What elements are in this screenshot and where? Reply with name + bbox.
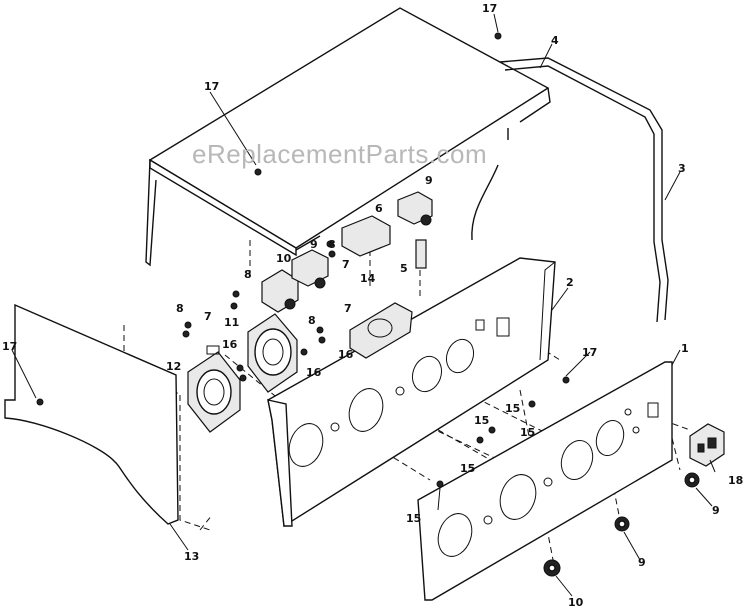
callout-15: 15	[460, 462, 475, 475]
callout-9: 9	[712, 504, 720, 517]
callout-9: 9	[425, 174, 433, 187]
leader-lines	[11, 13, 716, 597]
receptacle-12	[187, 345, 241, 433]
callout-9: 9	[638, 556, 646, 569]
callout-5: 5	[400, 262, 408, 275]
module-6	[341, 215, 391, 257]
switch-18	[689, 423, 725, 467]
callout-8: 8	[176, 302, 184, 315]
callout-17: 17	[2, 340, 17, 353]
breaker-10	[261, 269, 299, 313]
callout-3: 3	[678, 162, 686, 175]
callout-7: 7	[342, 258, 350, 271]
frame-rail	[471, 57, 669, 323]
callout-8: 8	[308, 314, 316, 327]
callout-16: 16	[222, 338, 238, 351]
callout-2: 2	[566, 276, 574, 289]
part-5	[415, 239, 427, 269]
side-panel	[4, 303, 179, 525]
hardware	[36, 32, 570, 488]
callout-15: 15	[406, 512, 421, 525]
callout-15: 15	[474, 414, 489, 427]
callout-labels: 17 4 17 3 10 9 6 9 8 7 5 8 2 14 8 7 11 7…	[2, 2, 743, 609]
part-14	[349, 302, 413, 359]
callout-10: 10	[276, 252, 292, 265]
callout-8: 8	[328, 238, 336, 251]
callout-1: 1	[681, 342, 689, 355]
callout-8: 8	[244, 268, 252, 281]
callout-7: 7	[344, 302, 352, 315]
grommets	[543, 472, 700, 577]
receptacle-11	[247, 313, 298, 393]
callout-17: 17	[482, 2, 497, 15]
breaker-9-left	[291, 249, 329, 289]
callout-15: 15	[520, 426, 535, 439]
top-cover	[145, 7, 551, 267]
callout-15: 15	[505, 402, 520, 415]
callout-17: 17	[582, 346, 597, 359]
callout-12: 12	[166, 360, 181, 373]
breaker-9-right	[397, 191, 433, 226]
callout-9: 9	[310, 238, 318, 251]
callout-11: 11	[224, 316, 239, 329]
callout-14: 14	[360, 272, 376, 285]
callout-18: 18	[728, 474, 743, 487]
callout-10: 10	[568, 596, 584, 609]
watermark: eReplacementParts.com	[192, 139, 487, 169]
callout-16: 16	[306, 366, 322, 379]
front-faceplate	[417, 361, 673, 601]
callout-7: 7	[204, 310, 212, 323]
callout-16: 16	[338, 348, 354, 361]
back-panel	[267, 257, 556, 528]
callout-13: 13	[184, 550, 199, 563]
callout-17: 17	[204, 80, 219, 93]
callout-4: 4	[551, 34, 559, 47]
callout-6: 6	[375, 202, 383, 215]
